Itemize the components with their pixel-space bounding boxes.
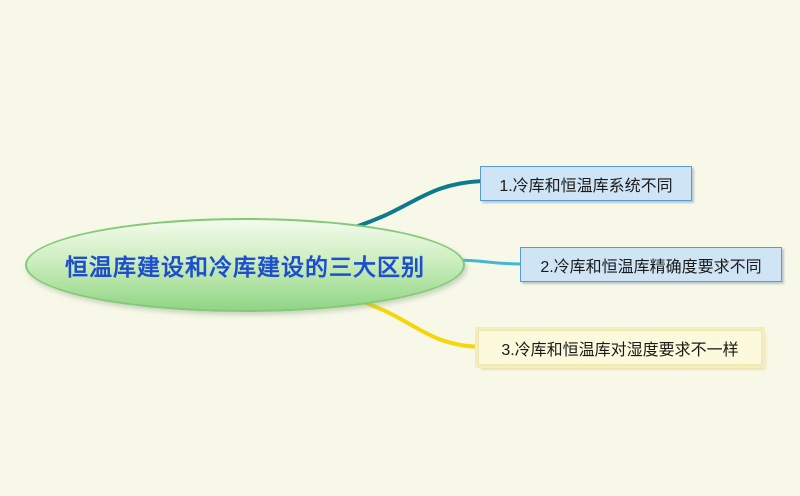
branch-label-2: 2.冷库和恒温库精确度要求不同	[540, 258, 762, 276]
branch-node-2[interactable]: 2.冷库和恒温库精确度要求不同	[520, 247, 782, 282]
edge-branch-1	[356, 179, 484, 228]
branch-node-3[interactable]: 3.冷库和恒温库对湿度要求不一样	[478, 330, 762, 365]
edge-branch-3	[358, 299, 482, 349]
root-topic-label: 恒温库建设和冷库建设的三大区别	[65, 254, 425, 280]
branch-label-3: 3.冷库和恒温库对湿度要求不一样	[501, 341, 739, 359]
branch-node-1[interactable]: 1.冷库和恒温库系统不同	[480, 166, 692, 201]
root-topic-node[interactable]: 恒温库建设和冷库建设的三大区别	[25, 218, 465, 312]
branch-label-1: 1.冷库和恒温库系统不同	[499, 177, 673, 195]
